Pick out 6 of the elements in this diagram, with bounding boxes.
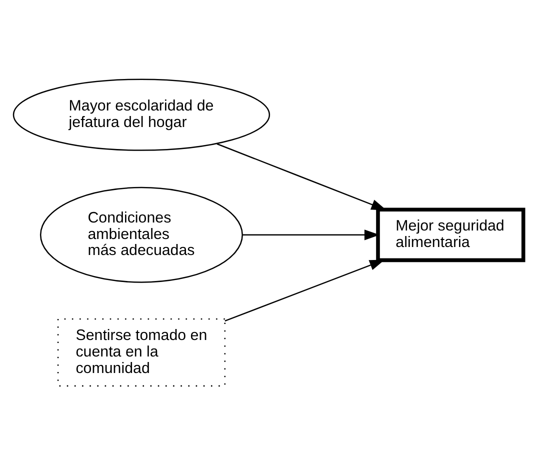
node-box: Mejor seguridad alimentaria <box>376 208 526 262</box>
node-ellipse: Mayor escolaridad de jefatura del hogar <box>12 78 270 151</box>
node-box: Sentirse tomado en cuenta en la comunidad <box>57 318 226 387</box>
node-ellipse: Condiciones ambientales más adecuadas <box>40 186 243 283</box>
arrow <box>216 143 386 210</box>
arrow <box>224 260 385 322</box>
